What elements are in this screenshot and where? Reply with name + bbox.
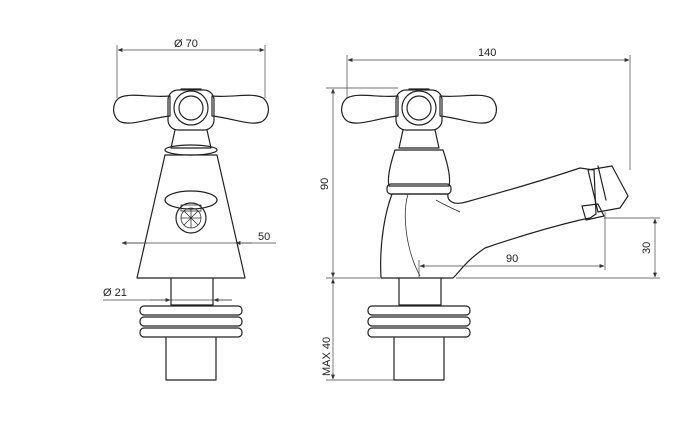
front-collar	[164, 144, 218, 156]
dim-front-diameter-top-label: Ø 70	[174, 38, 198, 50]
side-neck	[398, 129, 440, 149]
side-spout-tip	[581, 165, 629, 221]
dim-side-max-stem: MAX 40	[321, 278, 394, 381]
side-stem-lower	[393, 337, 445, 381]
side-body-inner	[404, 193, 421, 277]
front-body	[136, 154, 246, 279]
dim-front-diameter-stem: Ø 21	[103, 287, 232, 302]
front-neck	[170, 129, 212, 149]
front-aerator	[164, 190, 218, 234]
dim-side-spout-reach-label: 90	[506, 253, 518, 265]
dim-side-max-stem-label: MAX 40	[321, 337, 333, 376]
dim-side-overall-length: 140	[346, 47, 631, 170]
side-backnut	[367, 305, 471, 338]
front-backnut	[139, 305, 243, 338]
dim-side-height-label: 90	[319, 178, 331, 190]
dim-side-spout-reach: 90	[418, 212, 606, 278]
front-cross-handle	[113, 88, 269, 131]
dim-front-base-width-label: 50	[258, 231, 270, 243]
side-shoulder	[387, 149, 451, 187]
front-stem-upper	[170, 277, 214, 306]
dim-side-height: 90	[319, 87, 398, 279]
front-stem-lower	[165, 337, 217, 381]
dim-front-base-width: 50	[121, 231, 276, 245]
dim-side-spout-height: 30	[456, 217, 660, 279]
dim-side-spout-height-label: 30	[641, 242, 653, 254]
side-view: 140 90 90 30 MAX 40	[319, 47, 660, 381]
dim-side-overall-length-label: 140	[478, 47, 496, 59]
side-cross-handle	[341, 88, 497, 131]
dim-front-diameter-stem-label: Ø 21	[103, 287, 127, 299]
side-spout-crease	[435, 199, 461, 213]
side-stem-upper	[398, 277, 442, 306]
front-view: Ø 70 50 Ø 21	[103, 38, 276, 381]
side-body-spout	[380, 167, 597, 279]
dim-front-diameter-top: Ø 70	[116, 38, 266, 98]
